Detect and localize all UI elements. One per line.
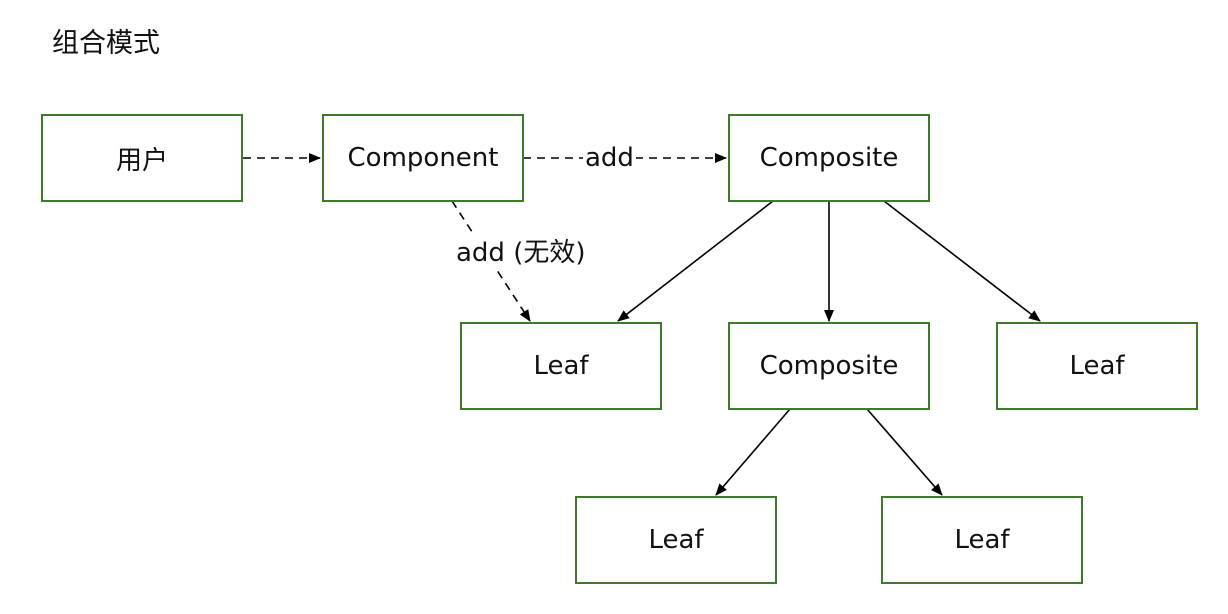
diagram-title: 组合模式 <box>52 28 160 59</box>
edge-label-add: add <box>583 141 636 175</box>
node-leaf-left[interactable]: Leaf <box>460 322 662 410</box>
edge-composite-mid-to-leaf-bottom-left <box>715 408 791 496</box>
node-user[interactable]: 用户 <box>41 114 243 202</box>
node-component[interactable]: Component <box>322 114 524 202</box>
edge-composite-to-leaf-left <box>617 200 774 322</box>
node-composite-top[interactable]: Composite <box>728 114 930 202</box>
node-leaf-bottom-right[interactable]: Leaf <box>881 496 1083 584</box>
edge-composite-to-leaf-right <box>883 200 1041 322</box>
node-composite-mid[interactable]: Composite <box>728 322 930 410</box>
edge-composite-mid-to-leaf-bottom-right <box>866 408 943 496</box>
edge-label-add-invalid: add (无效) <box>454 236 588 270</box>
node-leaf-right[interactable]: Leaf <box>996 322 1198 410</box>
node-leaf-bottom-left[interactable]: Leaf <box>575 496 777 584</box>
